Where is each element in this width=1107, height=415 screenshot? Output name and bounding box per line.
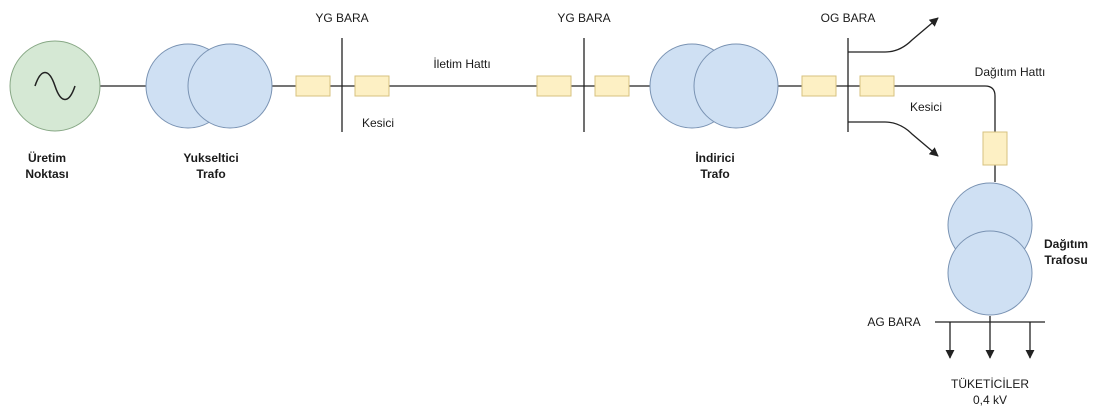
- breaker: [801, 75, 837, 97]
- distribution-line-label: Dağıtım Hattı: [975, 65, 1046, 79]
- step-down-label: Trafo: [700, 167, 729, 181]
- distribution-transformer: [947, 182, 1033, 316]
- breaker: [295, 75, 331, 97]
- step-up-label: Yukseltici: [183, 151, 238, 165]
- breaker: [982, 131, 1008, 166]
- breaker: [354, 75, 390, 97]
- transformer-winding: [693, 43, 779, 129]
- sine-wave-icon: [34, 71, 76, 101]
- breaker: [594, 75, 630, 97]
- consumers-label: 0,4 kV: [973, 393, 1007, 407]
- distribution-transformer-label: Trafosu: [1044, 253, 1087, 267]
- step-down-transformer: [649, 43, 779, 129]
- transmission-line-label: İletim Hattı: [433, 57, 490, 71]
- distribution-transformer-label: Dağıtım: [1044, 237, 1088, 251]
- feeder-up: [848, 17, 939, 53]
- hv-bus-2-label: YG BARA: [557, 11, 610, 25]
- hv-bus-1-label: YG BARA: [315, 11, 368, 25]
- step-down-label: İndirici: [695, 150, 734, 165]
- breaker-1-label: Kesici: [362, 116, 394, 130]
- transformer-winding: [947, 230, 1033, 316]
- mv-bus-label: OG BARA: [821, 11, 876, 25]
- generation-label: Üretim: [28, 150, 66, 165]
- breaker: [859, 75, 895, 97]
- breaker-2-label: Kesici: [910, 100, 942, 114]
- consumers-label: TÜKETİCİLER: [951, 377, 1029, 391]
- step-up-transformer: [145, 43, 273, 129]
- generation-label: Noktası: [25, 167, 68, 181]
- feeder-down: [848, 121, 939, 157]
- breaker: [536, 75, 572, 97]
- transformer-winding: [187, 43, 273, 129]
- distribution-line: [984, 85, 996, 132]
- lv-bus-label: AG BARA: [867, 315, 920, 329]
- step-up-label: Trafo: [196, 167, 225, 181]
